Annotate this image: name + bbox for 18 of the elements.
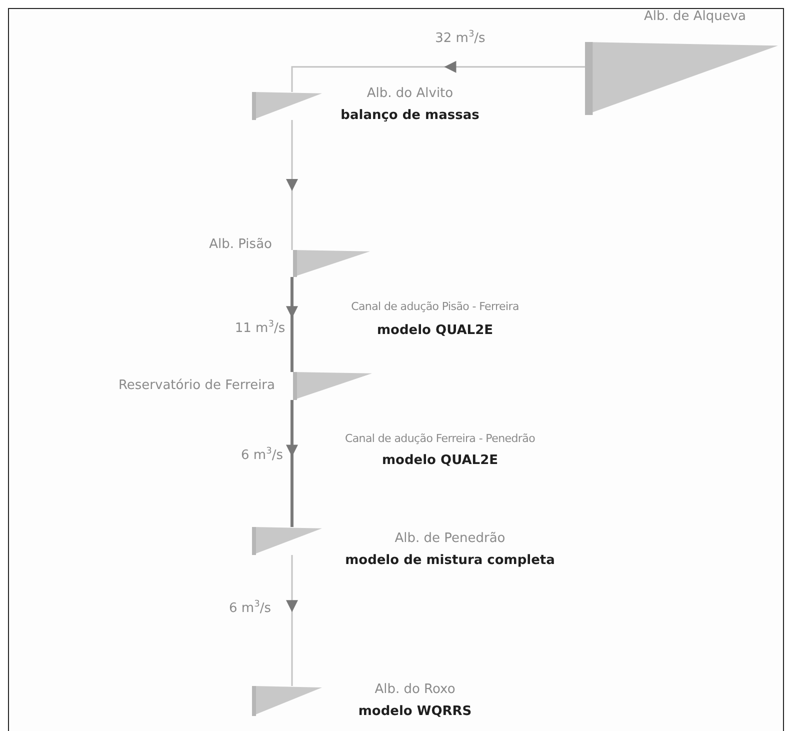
reservoir-name: Alb. de Penedrão xyxy=(394,530,506,548)
canal-name: Canal de adução Ferreira - Penedrão xyxy=(344,431,536,447)
reservoir-name: Alb. do Alvito xyxy=(366,85,454,103)
arrow xyxy=(286,120,298,250)
reservoir-name: Alb. Pisão xyxy=(209,236,272,254)
arrow xyxy=(286,400,298,527)
reservoir-name: Alb. de Alqueva xyxy=(644,8,746,26)
model-label: modelo QUAL2E xyxy=(382,452,498,470)
model-label: modelo de mistura completa xyxy=(345,552,555,570)
arrow xyxy=(286,555,298,686)
arrow xyxy=(286,277,298,372)
canal-name: Canal de adução Pisão - Ferreira xyxy=(351,299,519,315)
model-label: modelo QUAL2E xyxy=(377,322,493,340)
model-label: modelo WQRRS xyxy=(358,703,472,721)
reservoir-name: Alb. do Roxo xyxy=(374,681,456,699)
arrow xyxy=(291,60,585,92)
reservoir-name: Reservatório de Ferreira xyxy=(118,377,275,395)
model-label: balanço de massas xyxy=(340,107,480,125)
